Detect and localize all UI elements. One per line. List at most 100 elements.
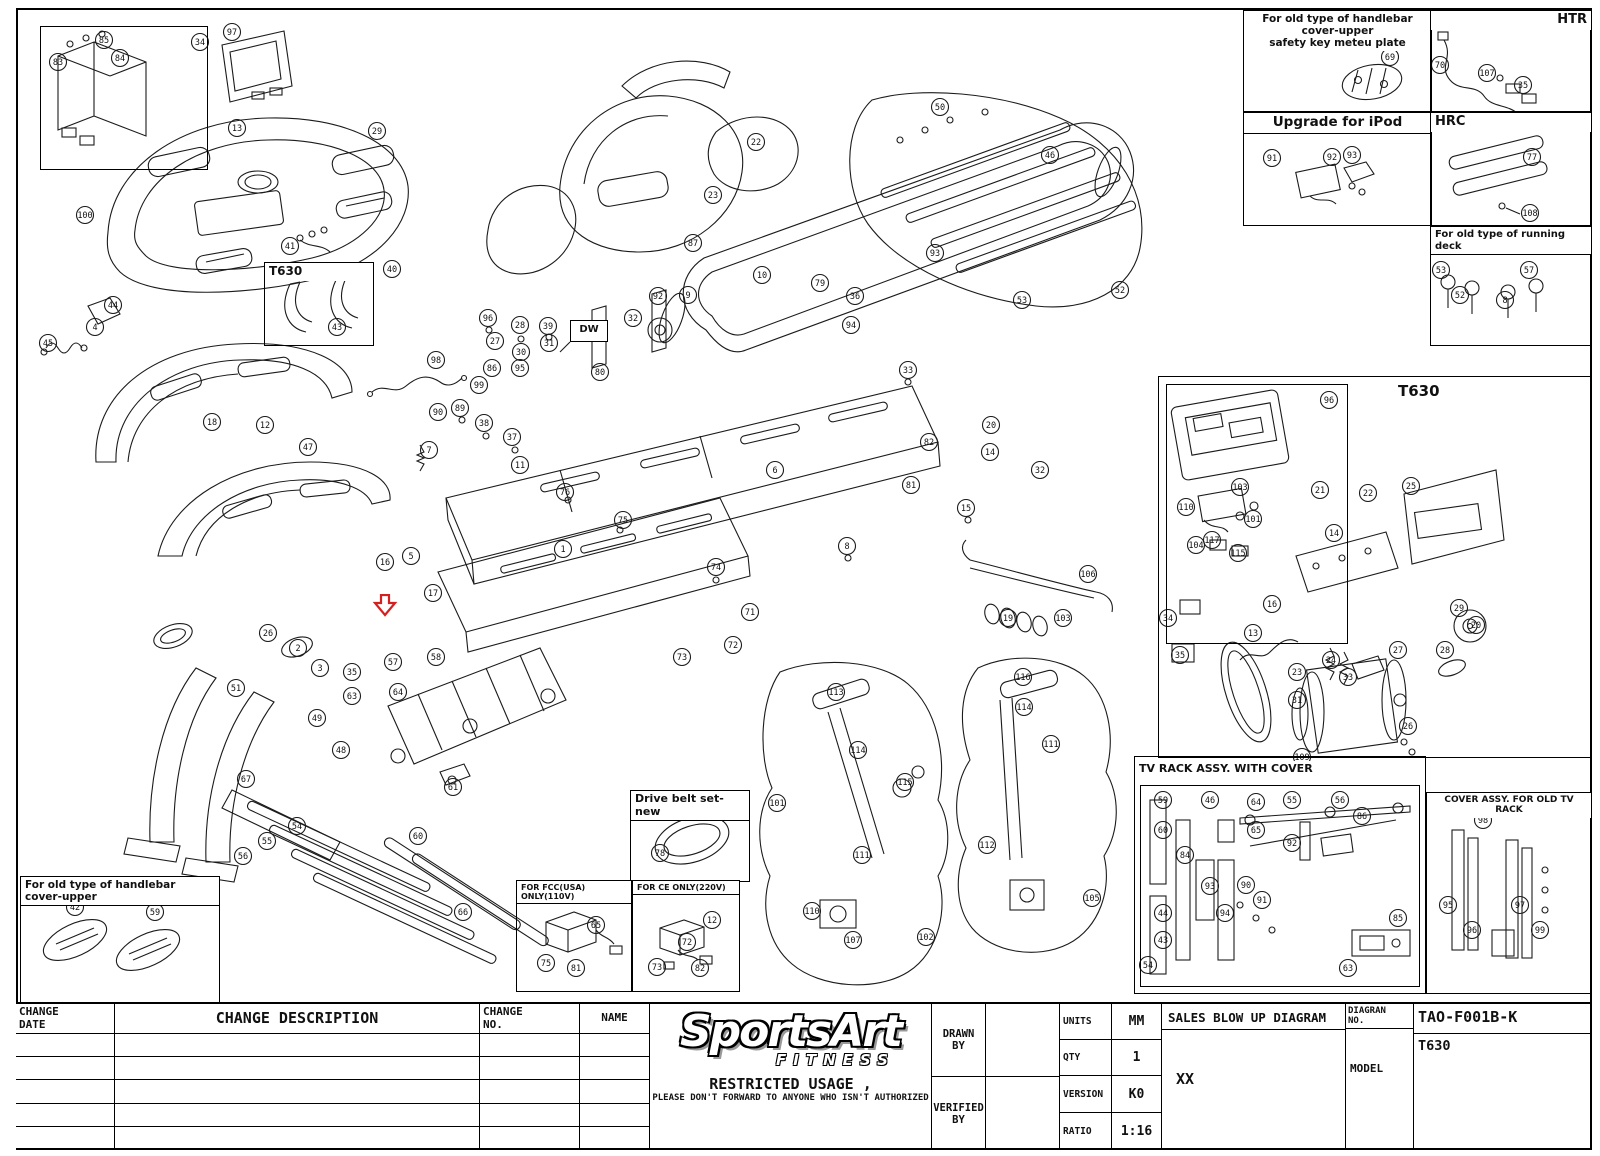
part-callout-number: 40 <box>387 265 397 275</box>
part-callout-number: 2 <box>295 644 300 654</box>
inset-htr-label: HTR <box>1431 11 1591 30</box>
part-callout-circle <box>1495 290 1515 310</box>
sales-diagram-cell: SALES BLOW UP DIAGRAM XX <box>1162 1004 1346 1150</box>
part-callout-circle <box>257 831 277 851</box>
part-callout-circle <box>1175 845 1195 865</box>
part-callout-circle <box>1138 955 1158 975</box>
inset-drive-belt: Drive belt set-new <box>630 790 750 882</box>
change-log-cell <box>580 1080 650 1104</box>
part-callout-circle <box>327 317 347 337</box>
part-callout-number: 56 <box>1335 796 1345 806</box>
part-callout-circle <box>1330 790 1350 810</box>
part-callout-number: 34 <box>195 38 205 48</box>
part-callout-circle <box>401 546 421 566</box>
part-callout-number: 57 <box>388 658 398 668</box>
part-callout-circle <box>1158 608 1178 628</box>
part-callout-number: 14 <box>985 448 995 458</box>
part-callout-number: 46 <box>1045 151 1055 161</box>
part-callout-number: 93 <box>1205 882 1215 892</box>
part-callout-number: 111 <box>854 851 869 861</box>
part-callout-number: 26 <box>1403 722 1413 732</box>
inset-ce: FOR CE ONLY(220V) <box>632 880 740 992</box>
change-log-cell <box>16 1034 115 1058</box>
part-callout-number: 74 <box>711 563 721 573</box>
part-callout-number: 35 <box>347 668 357 678</box>
part-callout-circle <box>740 602 760 622</box>
part-callout-circle <box>752 265 772 285</box>
part-callout-number: 22 <box>1363 489 1373 499</box>
part-callout-number: 107 <box>1479 69 1494 79</box>
part-callout-number: 96 <box>1324 396 1334 406</box>
part-callout-circle <box>280 236 300 256</box>
diagram-no-value: TAO-F001B-K <box>1414 1004 1590 1034</box>
part-callout-number: 53 <box>1436 266 1446 276</box>
part-callout-circle <box>423 583 443 603</box>
units-label: UNITS <box>1060 1004 1112 1040</box>
part-callout-circle <box>307 708 327 728</box>
part-callout-number: 81 <box>571 964 581 974</box>
part-callout-number: 39 <box>543 322 553 332</box>
part-callout-number: 57 <box>1524 266 1534 276</box>
part-callout-circle <box>1228 543 1248 563</box>
part-callout-number: 72 <box>728 641 738 651</box>
part-callout-number: 9 <box>685 291 690 301</box>
part-callout-circle <box>1388 640 1408 660</box>
qty-value: 1 <box>1112 1040 1162 1076</box>
change-log-cell <box>580 1126 650 1150</box>
part-callout-number: 63 <box>347 692 357 702</box>
inset-running-deck: For old type of running deck <box>1430 226 1592 346</box>
part-callout-circle <box>1319 390 1339 410</box>
part-callout-number: 96 <box>1467 926 1477 936</box>
part-callout-number: 44 <box>1158 909 1168 919</box>
part-callout-number: 101 <box>769 799 784 809</box>
part-callout-number: 93 <box>1347 151 1357 161</box>
part-callout-number: 60 <box>413 832 423 842</box>
sales-diagram-title: SALES BLOW UP DIAGRAM <box>1162 1004 1345 1030</box>
part-callout-number: 47 <box>303 443 313 453</box>
change-log-cell <box>580 1057 650 1081</box>
side-rails-art <box>221 789 549 964</box>
diagram-no-label: DIAGRAN NO. <box>1346 1004 1413 1029</box>
part-callout-number: 30 <box>516 348 526 358</box>
part-callout-circle <box>94 30 114 50</box>
part-callout-number: 83 <box>53 58 63 68</box>
part-callout-number: 59 <box>1158 796 1168 806</box>
console-body-art <box>106 117 409 293</box>
part-callout-circle <box>706 557 726 577</box>
part-callout-number: 67 <box>241 775 251 785</box>
part-callout-number: 64 <box>1251 798 1261 808</box>
part-callout-circle <box>702 910 722 930</box>
part-callout-number: 114 <box>1016 703 1031 713</box>
part-callout-circle <box>75 205 95 225</box>
part-callout-number: 110 <box>1178 503 1193 513</box>
version-label: VERSION <box>1060 1076 1112 1113</box>
part-callout-number: 115 <box>897 778 912 788</box>
part-callout-number: 106 <box>1080 570 1095 580</box>
part-callout-circle <box>1110 280 1130 300</box>
running-belt-art <box>647 122 1134 353</box>
part-callout-number: 114 <box>850 746 865 756</box>
inset-fcc-label: FOR FCC(USA) ONLY(110V) <box>517 881 631 905</box>
part-callout-circle <box>375 552 395 572</box>
rear-wire-art <box>961 539 1113 637</box>
inset-t630-grips: T630 <box>264 262 374 346</box>
part-callout-circle <box>1338 958 1358 978</box>
part-callout-circle <box>502 427 522 447</box>
restricted-usage-subtext: PLEASE DON'T FORWARD TO ANYONE WHO ISN'T… <box>652 1093 929 1103</box>
incline-left-art <box>759 661 949 986</box>
part-callout-number: 103 <box>1232 483 1247 493</box>
part-callout-circle <box>1170 645 1190 665</box>
part-callout-circle <box>511 342 531 362</box>
part-callout-circle <box>1520 203 1540 223</box>
part-callout-circle <box>48 52 68 72</box>
part-callout-number: 55 <box>1287 796 1297 806</box>
part-callout-circle <box>1322 147 1342 167</box>
diagram-model-label-col: DIAGRAN NO. MODEL <box>1346 1004 1414 1150</box>
part-callout-circle <box>1466 615 1486 635</box>
red-arrow-marker <box>372 594 398 617</box>
part-callout-number: 94 <box>846 321 856 331</box>
change-log-cell <box>580 1034 650 1058</box>
part-callout-number: 27 <box>490 337 500 347</box>
